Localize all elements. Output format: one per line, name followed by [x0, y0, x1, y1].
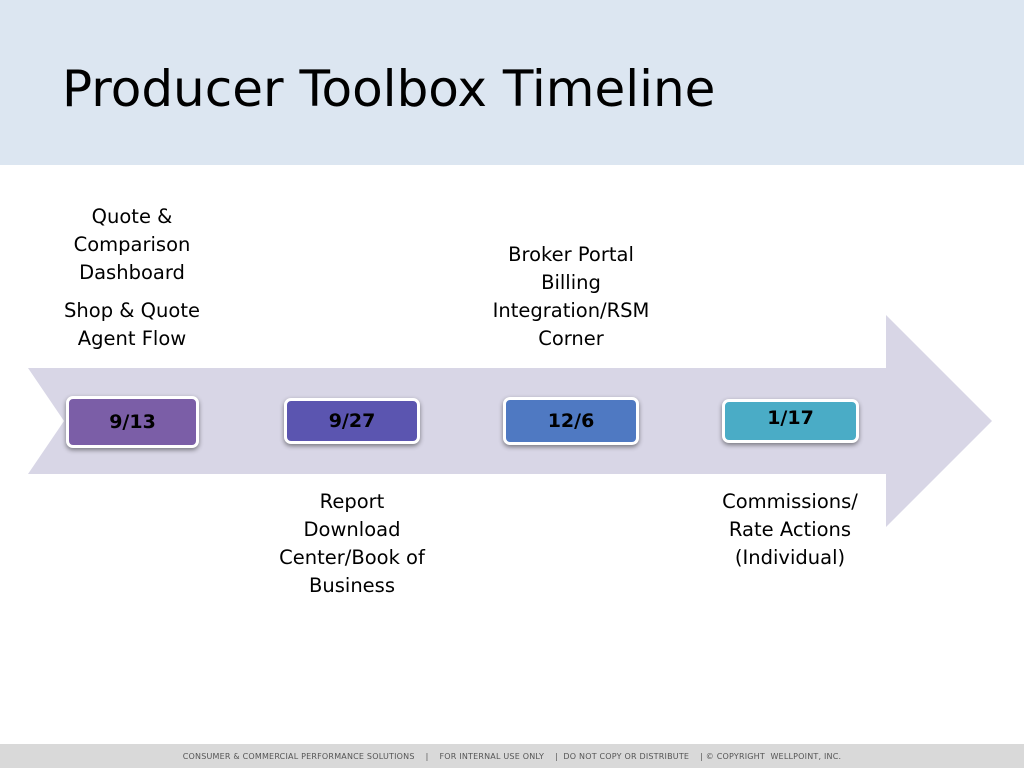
- label-line: Report: [319, 490, 385, 513]
- label-line: (Individual): [734, 546, 846, 569]
- label-line: Rate Actions: [728, 518, 852, 541]
- label-report-download: Report Download Center/Book of Business: [252, 488, 452, 600]
- label-line: Integration/RSM: [492, 299, 650, 322]
- label-line: Dashboard: [79, 261, 185, 284]
- label-broker-portal: Broker Portal Billing Integration/RSM Co…: [471, 241, 671, 353]
- label-line: Comparison: [73, 233, 191, 256]
- milestone-12-6: 12/6: [503, 397, 639, 445]
- label-line: Broker Portal: [508, 243, 634, 266]
- milestone-9-27: 9/27: [284, 398, 420, 444]
- milestone-1-17: 1/17: [722, 399, 859, 443]
- milestone-9-13: 9/13: [66, 396, 199, 448]
- label-line: Quote &: [91, 205, 173, 228]
- milestone-date: 9/27: [328, 410, 376, 432]
- label-line: Business: [309, 574, 395, 597]
- slide-title: Producer Toolbox Timeline: [62, 60, 716, 118]
- label-line: Center/Book of: [279, 546, 425, 569]
- title-band: [0, 0, 1024, 165]
- milestone-date: 12/6: [547, 410, 595, 432]
- milestone-date: 9/13: [109, 411, 156, 433]
- label-line: Corner: [538, 327, 604, 350]
- slide-footer: CONSUMER & COMMERCIAL PERFORMANCE SOLUTI…: [0, 744, 1024, 768]
- label-line: Commissions/: [722, 490, 858, 513]
- label-line: Shop & Quote: [64, 299, 200, 322]
- label-quote-comparison: Quote & Comparison Dashboard Shop & Quot…: [32, 203, 232, 353]
- label-line: Agent Flow: [77, 327, 187, 350]
- label-line: Billing: [541, 271, 601, 294]
- label-commissions: Commissions/ Rate Actions (Individual): [690, 488, 890, 572]
- milestone-date: 1/17: [767, 407, 814, 429]
- label-line: Download: [303, 518, 401, 541]
